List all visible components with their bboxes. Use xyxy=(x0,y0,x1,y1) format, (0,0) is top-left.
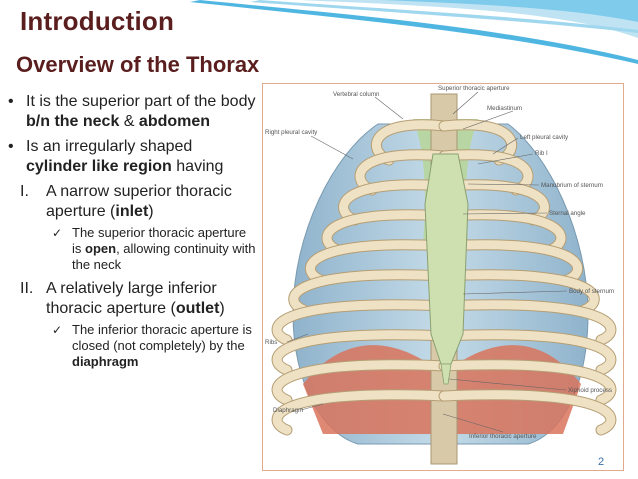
rib-arc xyxy=(439,330,616,375)
bullet-bold-text: abdomen xyxy=(138,112,211,130)
slide-body: • It is the superior part of the body b/… xyxy=(6,92,258,376)
rib-arc xyxy=(272,330,449,375)
label-vertebral-column: Vertebral column xyxy=(333,91,380,98)
label-superior-thoracic-aperture: Superior thoracic aperture xyxy=(438,85,510,92)
bullet-cylinder-region: • Is an irregularly shaped cylinder like… xyxy=(6,137,258,176)
rib-arc xyxy=(439,270,599,315)
list-bold-text: inlet xyxy=(115,202,149,220)
bullet-text: Is an irregularly shaped xyxy=(26,138,193,155)
bullet-superior-part: • It is the superior part of the body b/… xyxy=(6,92,258,131)
sub-text: The superior thoracic aperture is xyxy=(72,225,247,256)
checkmark-icon: ✓ xyxy=(52,323,63,337)
sub-item-superior-open: ✓ The superior thoracic aperture is open… xyxy=(6,225,258,273)
slide-title: Introduction xyxy=(20,6,175,36)
bullet-mark: • xyxy=(8,138,14,155)
thorax-illustration: Vertebral column Superior thoracic apert… xyxy=(262,83,624,471)
label-left-pleural-cavity: Left pleural cavity xyxy=(520,134,569,141)
rib-arc xyxy=(439,210,566,255)
rib-arc xyxy=(305,240,449,285)
label-xiphoid-process: Xiphoid process xyxy=(568,387,612,394)
header-wave-decoration xyxy=(190,0,638,64)
list-item-superior-aperture: I. A narrow superior thoracic aperture (… xyxy=(6,182,258,221)
sub-text: The inferior thoracic aperture is closed… xyxy=(72,322,252,353)
rib-arc xyxy=(272,360,449,405)
list-text: ) xyxy=(148,202,154,220)
list-text: ) xyxy=(219,299,225,317)
sub-item-inferior-closed: ✓ The inferior thoracic aperture is clos… xyxy=(6,322,258,370)
sub-bold-text: diaphragm xyxy=(72,354,139,369)
label-mediastinum: Mediastinum xyxy=(487,105,522,112)
label-sternal-angle: Sternal angle xyxy=(549,210,586,217)
label-rib-i: Rib I xyxy=(535,150,548,157)
rib-arc xyxy=(272,300,449,345)
rib-arc xyxy=(289,270,449,315)
sub-text: , allowing continuity with the neck xyxy=(72,241,256,272)
label-manubrium: Manubrium of sternum xyxy=(541,182,603,189)
page-number: 2 xyxy=(598,456,605,468)
label-right-pleural-cavity: Right pleural cavity xyxy=(265,129,318,136)
rib-arc xyxy=(439,390,616,435)
bullet-text: & xyxy=(119,112,139,130)
thorax-drawing: Vertebral column Superior thoracic apert… xyxy=(265,85,617,465)
slide-subtitle: Overview of the Thorax xyxy=(16,52,260,77)
rib-arc xyxy=(439,360,616,405)
rib-arc xyxy=(272,390,449,435)
bullet-mark: • xyxy=(8,93,14,110)
bullet-text: having xyxy=(171,157,224,175)
rib-arc xyxy=(322,210,449,255)
list-text: A narrow superior thoracic aperture ( xyxy=(46,183,232,220)
label-ribs: Ribs xyxy=(265,339,277,346)
checkmark-icon: ✓ xyxy=(52,226,63,240)
list-item-inferior-aperture: II. A relatively large inferior thoracic… xyxy=(6,279,258,318)
sub-bold-text: open xyxy=(85,241,117,256)
sternum-shape xyxy=(424,153,469,365)
bullet-bold-text: cylinder like region xyxy=(26,157,172,175)
label-body-of-sternum: Body of sternum xyxy=(569,288,614,295)
label-inferior-thoracic-aperture: Inferior thoracic aperture xyxy=(469,433,537,440)
ribs-group xyxy=(271,119,617,436)
rib-arc xyxy=(439,240,583,285)
list-mark: II. xyxy=(20,280,34,297)
rib-arc xyxy=(439,300,616,345)
bullet-bold-text: b/n the neck xyxy=(26,112,120,130)
xiphoid-shape xyxy=(440,363,452,385)
list-text: A relatively large inferior thoracic ape… xyxy=(46,280,217,317)
label-diaphragm: Diaphragm xyxy=(273,407,303,414)
list-mark: I. xyxy=(20,183,29,200)
list-bold-text: outlet xyxy=(175,299,220,317)
bullet-text: It is the superior part of the body xyxy=(26,93,256,110)
